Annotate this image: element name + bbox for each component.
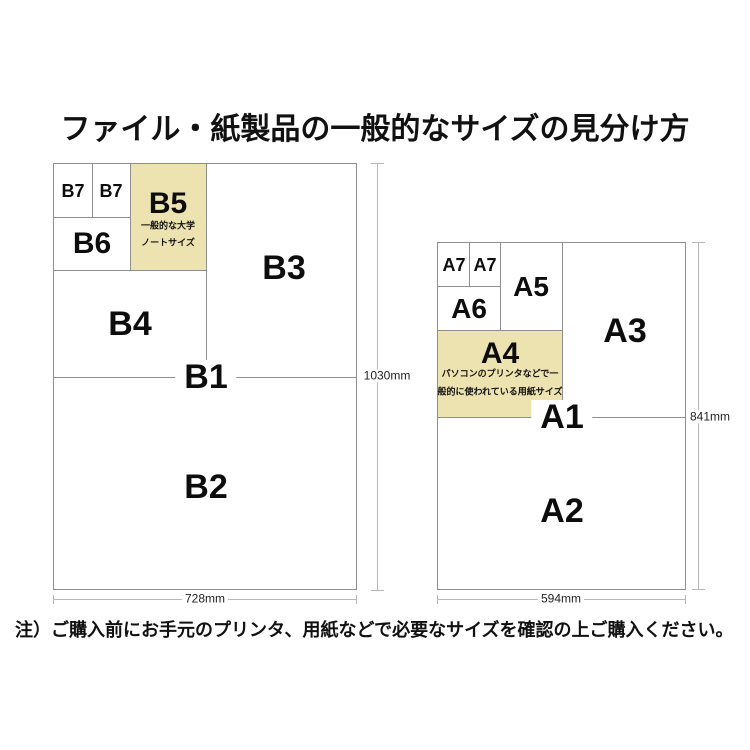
- b4-label: B4: [108, 305, 152, 343]
- a-series-diagram: A7 A7 A6 A5 A4 パソコンのプリンタなどで一 般的に使われている用紙…: [437, 242, 686, 590]
- b-height-dimension-label: 1030mm: [360, 369, 414, 383]
- page-title: ファイル・紙製品の一般的なサイズの見分け方: [60, 113, 690, 146]
- a4-caption-line1: パソコンのプリンタなどで一: [441, 368, 559, 379]
- b3-label: B3: [262, 249, 306, 287]
- b4-divider-line: [54, 270, 206, 271]
- a-height-dimension-label: 841mm: [686, 410, 734, 424]
- b7-divider-line: [92, 164, 93, 217]
- a1-label: A1: [531, 400, 593, 434]
- a3-label: A3: [603, 312, 647, 350]
- b3-divider-line: [206, 164, 207, 377]
- b7-right-label: B7: [99, 181, 123, 201]
- a4-divider-line: [438, 330, 562, 331]
- b2-label: B2: [184, 468, 228, 506]
- b-height-dimension-bottom-cap: [371, 590, 384, 591]
- a-height-dimension-top-cap: [692, 242, 705, 243]
- b5-divider-line: [130, 164, 131, 270]
- b5-caption-line2: ノートサイズ: [141, 237, 195, 248]
- a-height-dimension-bottom-cap: [692, 589, 705, 590]
- b5-label: B5: [148, 187, 188, 220]
- a2-label: A2: [540, 492, 584, 530]
- a-width-dimension-label: 594mm: [537, 592, 585, 606]
- a7-left-label: A7: [442, 255, 466, 275]
- purchase-note: 注）ご購入前にお手元のプリンタ、用紙などで必要なサイズを確認の上ご購入ください。: [15, 620, 734, 640]
- b-height-dimension-top-cap: [371, 163, 384, 164]
- a3-divider-line: [562, 243, 563, 417]
- a5-label: A5: [513, 271, 549, 302]
- a4-caption-line2: 般的に使われている用紙サイズ: [437, 386, 563, 397]
- a7-divider-line: [469, 243, 470, 286]
- a7-right-label: A7: [473, 255, 497, 275]
- a-width-dimension-left-cap: [437, 595, 438, 604]
- b-width-dimension-label: 728mm: [181, 592, 229, 606]
- a4-label: A4: [480, 337, 520, 370]
- a6-divider-line: [438, 286, 500, 287]
- b1-label: B1: [175, 360, 237, 394]
- b6-divider-line: [54, 217, 130, 218]
- a-width-dimension-right-cap: [685, 595, 686, 604]
- b5-highlight: [130, 164, 206, 271]
- b-series-diagram: B7 B7 B6 B5 一般的な大学 ノートサイズ B4 B3 B1 B2: [53, 163, 357, 590]
- b7-left-label: B7: [61, 181, 85, 201]
- b-width-dimension-right-cap: [356, 595, 357, 604]
- b-width-dimension-left-cap: [53, 595, 54, 604]
- b5-caption-line1: 一般的な大学: [140, 220, 196, 231]
- a5-divider-line: [500, 243, 501, 330]
- b6-label: B6: [72, 227, 112, 260]
- a6-label: A6: [451, 293, 487, 324]
